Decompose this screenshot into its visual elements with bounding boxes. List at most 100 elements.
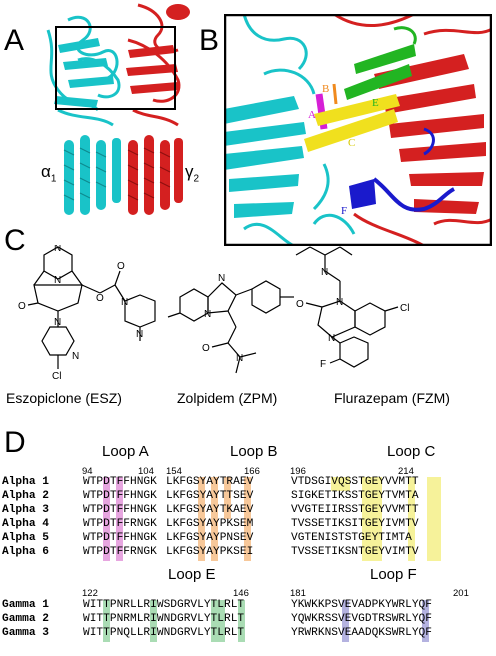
row-label: Alpha 6 xyxy=(2,546,49,558)
esz-atom-n2: N xyxy=(54,275,61,286)
loop-c-title: Loop C xyxy=(387,443,436,460)
gamma-subscript: 2 xyxy=(193,173,200,185)
row-label: Alpha 3 xyxy=(2,504,49,516)
fzm-atom-n2: N xyxy=(336,297,343,308)
sequence-f: YQWKRSSVEVGDTRSWRLYQF xyxy=(291,613,432,625)
sequence-f: YRWRKNSVEAADQKSWRLYQF xyxy=(291,627,432,639)
esz-atom-o2: O xyxy=(96,293,104,304)
resnum-201: 201 xyxy=(453,588,469,599)
sequence-a: WTPDTFFHNGK xyxy=(83,490,157,502)
panel-c-chemical-structures: N N O N N Cl O O N N N N O N N N O N Cl … xyxy=(18,245,409,382)
hl-loopC-col3 xyxy=(408,477,415,561)
loop-b-title: Loop B xyxy=(230,443,278,460)
panel-label-a: A xyxy=(4,24,25,57)
hl-loopB-col1 xyxy=(198,477,205,561)
row-label: Alpha 4 xyxy=(2,518,49,530)
hl-loopB-col3 xyxy=(224,477,231,519)
loop-f-label: F xyxy=(341,205,347,217)
row-label: Gamma 1 xyxy=(2,599,49,611)
esz-atom-n5: N xyxy=(121,297,128,308)
fzm-atom-f: F xyxy=(320,359,326,370)
zpm-atom-o: O xyxy=(202,343,210,354)
resnum-146: 146 xyxy=(233,588,249,599)
hl-loopE-col3 xyxy=(211,600,225,642)
esz-atom-n3: N xyxy=(54,317,61,328)
resnum-122: 122 xyxy=(82,588,98,599)
hl-loopE-col4 xyxy=(238,600,245,642)
resnum-94: 94 xyxy=(82,466,93,477)
sequence-a: WTPDTFFRNGK xyxy=(83,518,157,530)
sequence-a: WTPDTFFRNGK xyxy=(83,546,157,558)
sequence-e: WITTPNRLLRIWSDGRVLYTLRLT xyxy=(83,599,245,611)
esz-atom-n4: N xyxy=(72,351,79,362)
esz-atom-n6: N xyxy=(136,329,143,340)
esz-atom-o3: O xyxy=(117,261,125,272)
drug-name-zolpidem: Zolpidem (ZPM) xyxy=(177,390,278,406)
esz-atom-o1: O xyxy=(18,301,26,312)
sequence-b: LKFGSYAYTKAEV xyxy=(166,504,254,516)
gamma-alignment: Gamma 1 WITTPNRLLRIWSDGRVLYTLRLT YKWKKPSVE… xyxy=(0,599,496,654)
gamma-symbol: γ xyxy=(185,162,194,181)
zpm-atom-n1: N xyxy=(218,273,225,284)
sequence-c: SIGKETIKSSTGEYTVMTA xyxy=(291,490,419,502)
esz-atom-cl: Cl xyxy=(52,371,61,382)
row-label: Alpha 2 xyxy=(2,490,49,502)
fzm-atom-o: O xyxy=(296,299,304,310)
sequence-c: VGTENISTSTGEYTIMTA xyxy=(291,532,412,544)
sequence-c: VVGTEIIRSSTGEYVVMTT xyxy=(291,504,419,516)
sequence-b: LKFGSYAYPKSEM xyxy=(166,518,254,530)
sequence-e: WITTPNQLLRIWNDGRVLYTLRLT xyxy=(83,627,245,639)
drug-name-eszopiclone: Eszopiclone (ESZ) xyxy=(6,390,122,406)
alpha-subscript: 1 xyxy=(50,173,57,185)
loop-e-title: Loop E xyxy=(168,566,216,583)
resnum-154: 154 xyxy=(166,466,182,477)
hl-loopF-col2 xyxy=(422,600,429,642)
sequence-c: TVSSETIKSNTGEYVIMTV xyxy=(291,546,419,558)
sequence-b: LKFGSYAYPNSEV xyxy=(166,532,254,544)
zpm-atom-n3: N xyxy=(236,353,243,364)
hl-loopE-col1 xyxy=(103,600,110,642)
resnum-104: 104 xyxy=(138,466,154,477)
chain-label-gamma2: γ2 xyxy=(185,162,199,184)
hl-loopE-col2 xyxy=(150,600,157,642)
loop-c-label: C xyxy=(348,137,355,149)
chain-label-alpha1: α1 xyxy=(41,162,56,184)
resnum-181: 181 xyxy=(290,588,306,599)
loop-b-label: B xyxy=(322,83,329,95)
sequence-c: TVSSETIKSITGEYIVMTV xyxy=(291,518,419,530)
resnum-196: 196 xyxy=(290,466,306,477)
row-label: Gamma 3 xyxy=(2,627,49,639)
hl-loopC-col2 xyxy=(362,477,382,561)
loop-a-label: A xyxy=(308,109,316,121)
hl-loopA-col2 xyxy=(116,477,123,561)
loop-f-title: Loop F xyxy=(370,566,417,583)
fzm-atom-cl: Cl xyxy=(400,303,409,314)
row-label: Gamma 2 xyxy=(2,613,49,625)
sequence-a: WTPDTFFHNGK xyxy=(83,532,157,544)
resnum-214: 214 xyxy=(398,466,414,477)
hl-loopA-col1 xyxy=(103,477,110,561)
row-label: Alpha 5 xyxy=(2,532,49,544)
alpha-alignment: Alpha 1 WTPDTFFHNGK LKFGSYAYTRAEV VTDSGIVQS… xyxy=(0,476,496,562)
row-label: Alpha 1 xyxy=(2,476,49,488)
sequence-f: YKWKKPSVEVADPKYWRLYQF xyxy=(291,599,432,611)
hl-loopC-col1 xyxy=(331,477,350,491)
sequence-c: VTDSGIVQSSTGEYVVMTT xyxy=(291,476,419,488)
hl-loopB-col2 xyxy=(211,477,218,561)
hl-loopB-col4 xyxy=(244,477,251,561)
panel-label-d: D xyxy=(4,426,26,459)
sequence-b: LKFGSYAYTTSEV xyxy=(166,490,254,502)
sequence-b: LKFGSYAYTRAEV xyxy=(166,476,254,488)
fzm-atom-n1: N xyxy=(321,267,328,278)
sequence-b: LKFGSYAYPKSEI xyxy=(166,546,254,558)
hl-loopC-col4 xyxy=(427,477,441,561)
panel-label-c: C xyxy=(4,224,26,257)
drug-name-flurazepam: Flurazepam (FZM) xyxy=(334,390,450,406)
zpm-atom-n2: N xyxy=(204,309,211,320)
esz-atom-n1: N xyxy=(54,245,61,254)
alpha-symbol: α xyxy=(41,162,51,181)
loop-e-label: E xyxy=(372,97,379,109)
hl-loopF-col1 xyxy=(342,600,349,642)
loop-a-title: Loop A xyxy=(102,443,149,460)
panel-a-protein-structure xyxy=(46,3,190,215)
